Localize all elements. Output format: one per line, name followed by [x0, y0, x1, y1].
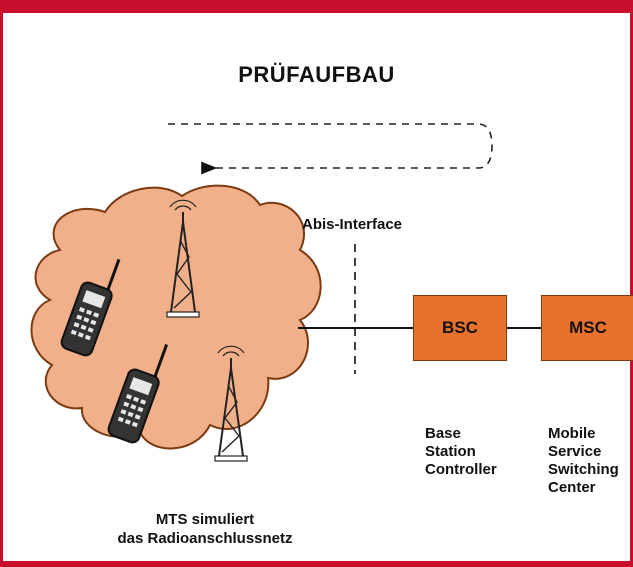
bsc-description-line: Station — [425, 443, 476, 460]
caption-line: das Radioanschlussnetz — [117, 530, 293, 547]
msc-label: MSC — [569, 318, 607, 337]
msc-description: Mobile Service Switching Center — [548, 425, 619, 497]
test-loop-arrow — [168, 123, 493, 175]
bsc-description-line: Base — [425, 425, 461, 442]
msc-description-line: Service — [548, 443, 602, 460]
bsc-node: BSC — [413, 295, 507, 361]
msc-node: MSC — [541, 295, 633, 361]
frame-left-bar — [0, 0, 3, 567]
mobile-phone-icon — [60, 258, 121, 357]
frame-right-bar — [630, 0, 633, 567]
radio-tower-icon — [166, 199, 200, 318]
diagram-title: PRÜFAUFBAU — [238, 62, 395, 87]
msc-description-line: Mobile — [548, 425, 596, 442]
abis-interface-label: Abis-Interface — [302, 216, 403, 233]
frame-top-bar — [0, 0, 633, 13]
network-caption: MTS simuliert das Radioanschlussnetz — [90, 510, 320, 548]
caption-line: MTS simuliert — [155, 511, 255, 528]
msc-description-line: Switching — [548, 461, 619, 478]
bsc-description: Base Station Controller — [425, 425, 497, 479]
radio-tower-icon — [214, 345, 248, 462]
frame-bottom-bar — [0, 561, 633, 567]
bsc-description-line: Controller — [425, 461, 497, 478]
mobile-phone-icon — [107, 344, 169, 444]
bsc-label: BSC — [442, 318, 478, 337]
msc-description-line: Center — [548, 479, 596, 496]
